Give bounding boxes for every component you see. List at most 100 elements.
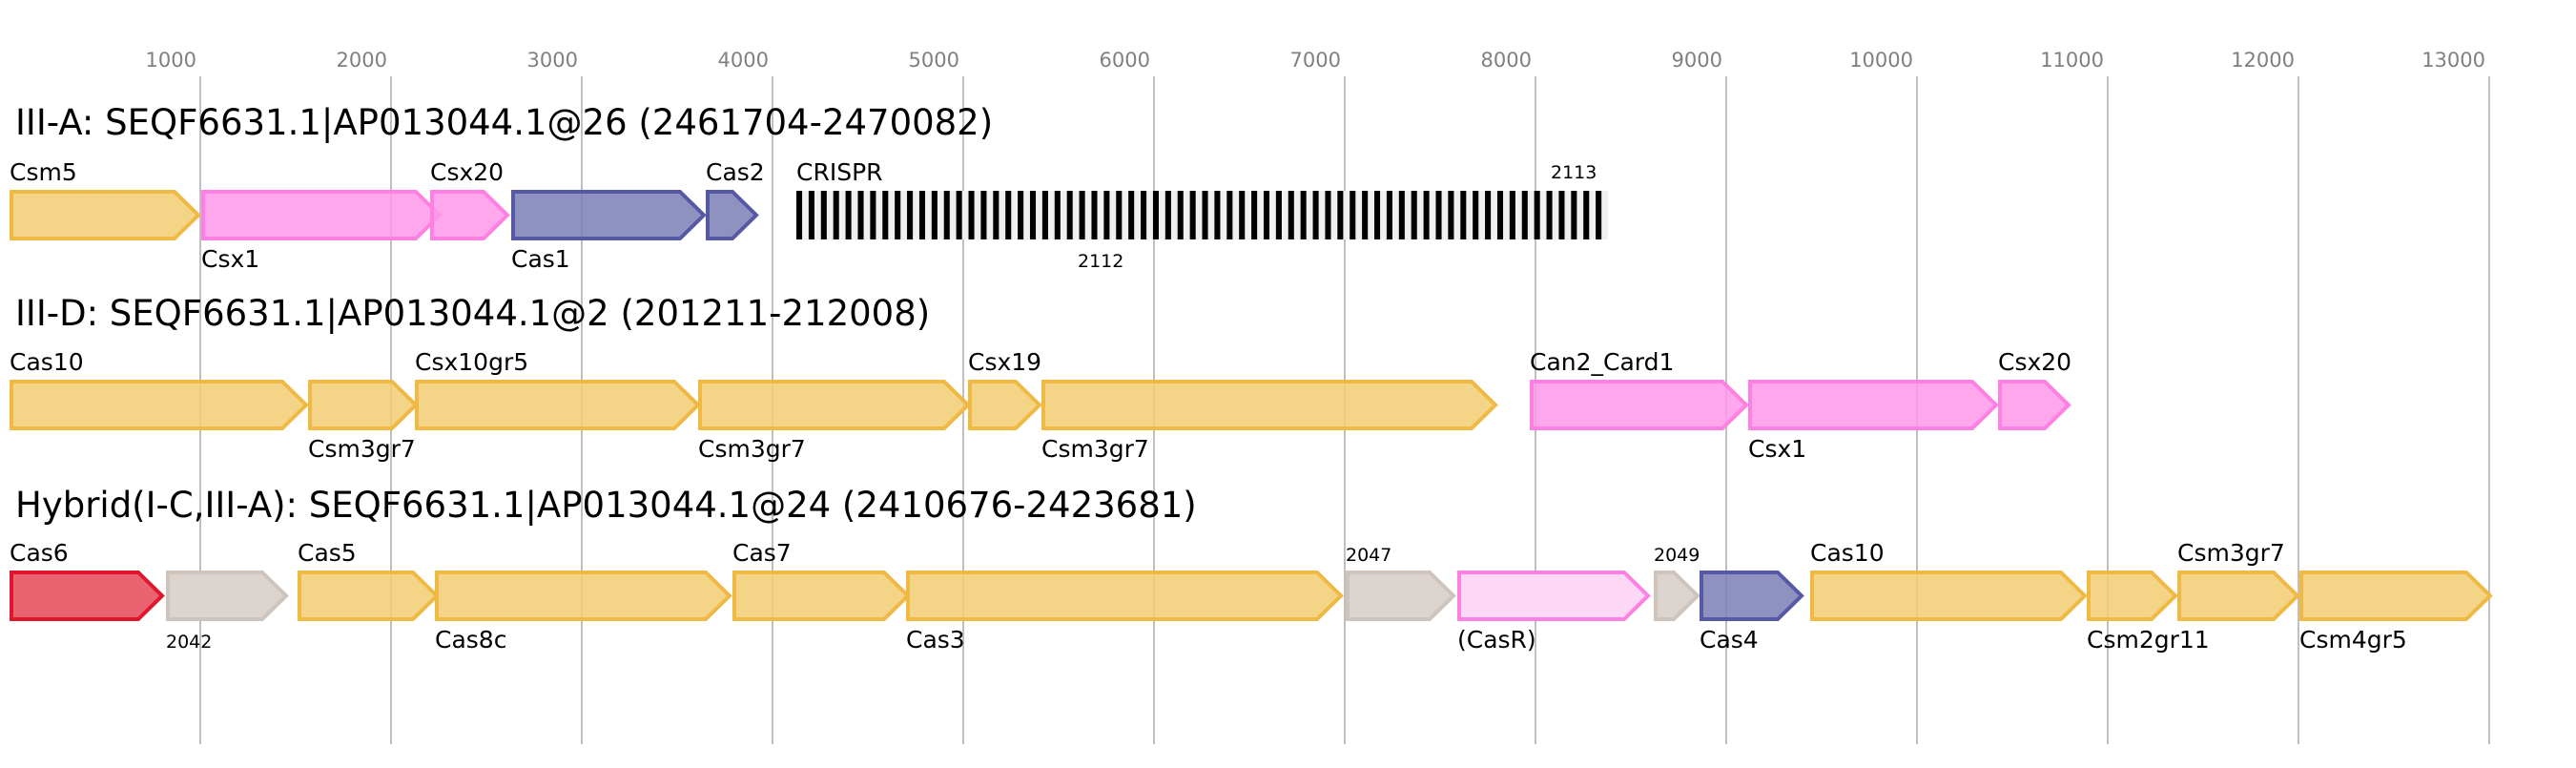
cluster-row: III-A: SEQF6631.1|AP013044.1@26 (2461704… bbox=[10, 102, 1608, 273]
crispr-repeat bbox=[1521, 191, 1528, 239]
gene-arrow[interactable] bbox=[435, 571, 732, 621]
crispr-repeat bbox=[796, 191, 803, 239]
gene-label: 2042 bbox=[166, 632, 212, 653]
gene-arrow[interactable] bbox=[1654, 571, 1700, 621]
gene-label: Csm2gr11 bbox=[2087, 626, 2210, 654]
gene-arrow[interactable] bbox=[201, 190, 443, 240]
gene-arrow[interactable] bbox=[10, 380, 309, 430]
cluster-row: III-D: SEQF6631.1|AP013044.1@2 (201211-2… bbox=[10, 293, 2071, 463]
gene-arrow[interactable] bbox=[166, 571, 289, 621]
gene-arrow[interactable] bbox=[1530, 380, 1749, 430]
gene-label: Cas8c bbox=[435, 626, 506, 654]
gene-arrow[interactable] bbox=[430, 190, 510, 240]
crispr-repeat bbox=[1116, 191, 1123, 239]
crispr-repeat bbox=[1350, 191, 1356, 239]
gene-label: Cas7 bbox=[732, 539, 792, 567]
gene-label: Cas3 bbox=[906, 626, 965, 654]
crispr-repeat bbox=[968, 191, 975, 239]
gene-arrow[interactable] bbox=[1346, 571, 1456, 621]
crispr-repeat bbox=[1398, 191, 1405, 239]
gene-label: Csm3gr7 bbox=[2177, 539, 2285, 567]
gene-arrow[interactable] bbox=[1748, 380, 1999, 430]
row-title: III-D: SEQF6631.1|AP013044.1@2 (201211-2… bbox=[15, 293, 930, 334]
gene-label: Csm4gr5 bbox=[2299, 626, 2407, 654]
gene-arrow[interactable] bbox=[2087, 571, 2178, 621]
crispr-repeat bbox=[907, 191, 914, 239]
crispr-repeat bbox=[1226, 191, 1233, 239]
cluster-rows: III-A: SEQF6631.1|AP013044.1@26 (2461704… bbox=[10, 102, 2493, 654]
crispr-repeat bbox=[1546, 191, 1553, 239]
crispr-repeat bbox=[1054, 191, 1061, 239]
gene-arrow[interactable] bbox=[706, 190, 759, 240]
cluster-row: Hybrid(I-C,III-A): SEQF6631.1|AP013044.1… bbox=[10, 485, 2493, 654]
crispr-repeat bbox=[1103, 191, 1110, 239]
gene-arrow[interactable] bbox=[1700, 571, 1804, 621]
gene-label: (CasR) bbox=[1457, 626, 1536, 654]
gene-label: Csm5 bbox=[10, 158, 77, 186]
crispr-label: CRISPR bbox=[796, 158, 883, 186]
crispr-repeat bbox=[931, 191, 938, 239]
crispr-repeat bbox=[1275, 191, 1282, 239]
tick-label: 8000 bbox=[1481, 49, 1532, 72]
gene-label: Csm3gr7 bbox=[308, 435, 416, 463]
tick-label: 6000 bbox=[1100, 49, 1150, 72]
crispr-repeat bbox=[1423, 191, 1430, 239]
gene-label: Csm3gr7 bbox=[1041, 435, 1149, 463]
gene-arrow[interactable] bbox=[1810, 571, 2088, 621]
crispr-repeat bbox=[1091, 191, 1098, 239]
gene-arrow[interactable] bbox=[2299, 571, 2493, 621]
gene-label: Cas1 bbox=[511, 245, 570, 273]
crispr-id-label: 2112 bbox=[1078, 251, 1123, 272]
gene-arrow[interactable] bbox=[308, 380, 419, 430]
gene-arrow[interactable] bbox=[906, 571, 1344, 621]
gene-arrow[interactable] bbox=[298, 571, 440, 621]
gene-arrow[interactable] bbox=[415, 380, 701, 430]
crispr-repeat bbox=[1558, 191, 1565, 239]
gene-label: Cas6 bbox=[10, 539, 69, 567]
tick-label: 3000 bbox=[527, 49, 578, 72]
gene-label: Csx10gr5 bbox=[415, 348, 528, 376]
crispr-repeat bbox=[870, 191, 876, 239]
gene-arrow[interactable] bbox=[10, 190, 201, 240]
gene-arrow[interactable] bbox=[1041, 380, 1498, 430]
crispr-repeat bbox=[808, 191, 814, 239]
gene-arrow[interactable] bbox=[2177, 571, 2300, 621]
gene-label: Cas10 bbox=[10, 348, 84, 376]
gene-label: Cas2 bbox=[706, 158, 765, 186]
gene-label: Cas5 bbox=[298, 539, 357, 567]
crispr-repeat bbox=[1202, 191, 1208, 239]
crispr-array[interactable] bbox=[796, 191, 1608, 239]
tick-label: 12000 bbox=[2231, 49, 2295, 72]
gene-arrow[interactable] bbox=[968, 380, 1042, 430]
gene-arrow[interactable] bbox=[511, 190, 707, 240]
gene-arrow[interactable] bbox=[698, 380, 971, 430]
crispr-repeat bbox=[1041, 191, 1048, 239]
gene-label: Csx19 bbox=[968, 348, 1041, 376]
crispr-repeat bbox=[1239, 191, 1246, 239]
crispr-repeat bbox=[956, 191, 962, 239]
tick-label: 7000 bbox=[1290, 49, 1341, 72]
tick-label: 4000 bbox=[718, 49, 769, 72]
gene-label: Cas4 bbox=[1700, 626, 1759, 654]
tick-label: 5000 bbox=[909, 49, 959, 72]
crispr-repeat bbox=[1435, 191, 1442, 239]
gene-arrow[interactable] bbox=[1457, 571, 1651, 621]
crispr-repeat bbox=[1362, 191, 1369, 239]
gene-arrow[interactable] bbox=[732, 571, 911, 621]
crispr-repeat bbox=[1177, 191, 1184, 239]
crispr-repeat bbox=[1066, 191, 1073, 239]
crispr-repeat bbox=[1460, 191, 1467, 239]
crispr-repeat bbox=[1337, 191, 1344, 239]
crispr-repeat bbox=[1596, 191, 1602, 239]
crispr-repeat bbox=[1509, 191, 1515, 239]
crispr-repeat bbox=[1325, 191, 1331, 239]
crispr-repeat bbox=[1251, 191, 1258, 239]
tick-label: 11000 bbox=[2040, 49, 2104, 72]
gene-arrow[interactable] bbox=[1998, 380, 2071, 430]
crispr-repeat bbox=[918, 191, 925, 239]
tick-label: 2000 bbox=[337, 49, 387, 72]
gene-arrow[interactable] bbox=[10, 571, 165, 621]
gene-label: 2049 bbox=[1654, 545, 1700, 566]
crispr-repeat bbox=[857, 191, 864, 239]
